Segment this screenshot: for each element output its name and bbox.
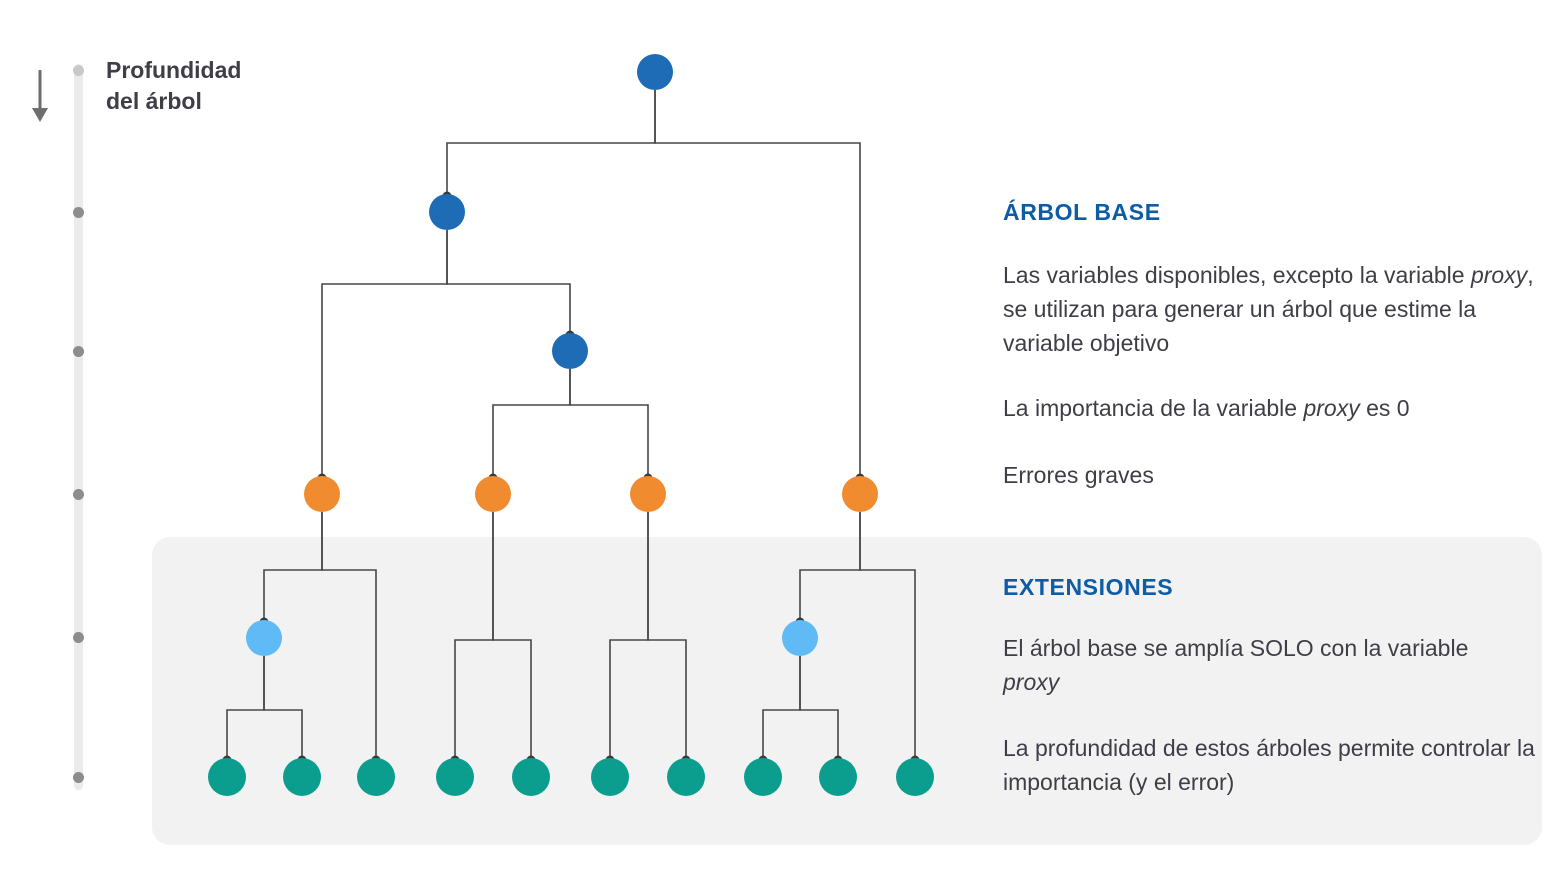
tree-leaf-2 [283, 758, 321, 796]
tree-node-orange-3 [630, 476, 666, 512]
depth-axis-bar [74, 64, 83, 790]
base-tree-para-2-post: es 0 [1359, 395, 1410, 421]
tree-leaf-9 [819, 758, 857, 796]
depth-axis-dot-3 [73, 489, 84, 500]
depth-axis-label: Profundidad del árbol [106, 55, 241, 117]
base-tree-para-1-post: , se utilizan para generar un árbol que … [1003, 262, 1534, 356]
tree-edges [226, 90, 916, 760]
extensions-heading: EXTENSIONES [1003, 574, 1174, 600]
down-arrow-icon [32, 70, 48, 122]
tree-leaf-1 [208, 758, 246, 796]
tree-node-root [637, 54, 673, 90]
extensions-para-2: La profundidad de estos árboles permite … [1003, 735, 1535, 795]
tree-node-depth2 [552, 333, 588, 369]
tree-node-depth1 [429, 194, 465, 230]
depth-axis-dot-1 [73, 207, 84, 218]
tree-leaf-3 [357, 758, 395, 796]
base-tree-para-3: Errores graves [1003, 462, 1154, 488]
tree-leaf-6 [591, 758, 629, 796]
depth-axis-dot-0 [73, 65, 84, 76]
tree-node-lightblue-2 [782, 620, 818, 656]
tree-node-lightblue-1 [246, 620, 282, 656]
tree-leaf-4 [436, 758, 474, 796]
tree-leaf-5 [512, 758, 550, 796]
base-tree-para-1-proxy: proxy [1470, 262, 1528, 288]
base-tree-para-2-pre: La importancia de la variable [1003, 395, 1304, 421]
extensions-para-1: El árbol base se amplía SOLO con la vari… [1003, 631, 1473, 699]
extensions-para-1-pre: El árbol base se amplía SOLO con la vari… [1003, 635, 1469, 661]
base-tree-heading: ÁRBOL BASE [1003, 199, 1161, 225]
base-tree-para-1: Las variables disponibles, excepto la va… [1003, 258, 1538, 360]
depth-axis-dot-2 [73, 346, 84, 357]
tree-node-orange-2 [475, 476, 511, 512]
depth-axis-dot-4 [73, 632, 84, 643]
tree-leaf-10 [896, 758, 934, 796]
depth-axis-label-line2: del árbol [106, 88, 202, 114]
base-tree-para-1-pre: Las variables disponibles, excepto la va… [1003, 262, 1471, 288]
tree-node-orange-1 [304, 476, 340, 512]
depth-axis-label-line1: Profundidad [106, 57, 242, 83]
tree-leaf-7 [667, 758, 705, 796]
extensions-para-1-proxy: proxy [1003, 669, 1060, 695]
depth-axis-dot-5 [73, 772, 84, 783]
base-tree-para-2-proxy: proxy [1303, 395, 1360, 421]
base-tree-para-2: La importancia de la variable proxy es 0 [1003, 391, 1538, 425]
tree-node-orange-4 [842, 476, 878, 512]
tree-leaf-8 [744, 758, 782, 796]
